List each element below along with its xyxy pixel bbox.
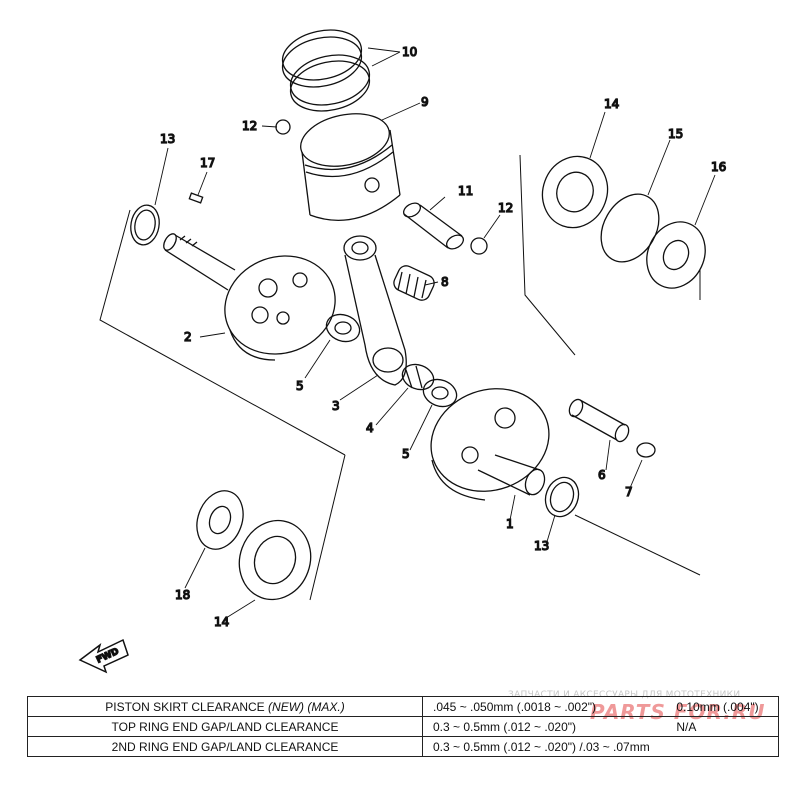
callout-11: 11 [458,184,473,198]
callout-15: 15 [668,127,683,141]
piston-pin-clips [275,119,488,255]
dowel-pin [636,442,656,458]
piston-rings [281,29,371,112]
callout-17: 17 [200,156,215,170]
big-end-bearing [401,363,435,391]
main-bearings [238,155,609,601]
piston-pin [402,202,465,250]
spec-value: 0.3 ~ 0.5mm (.012 ~ .020") /.03 ~ .07mm [422,736,779,757]
spec-label: 2ND RING END GAP/LAND CLEARANCE [27,736,423,757]
table-row: TOP RING END GAP/LAND CLEARANCE 0.3 ~ 0.… [27,716,779,737]
callout-13-upper: 13 [160,132,175,146]
callout-5-right: 5 [402,447,410,461]
table-row: PISTON SKIRT CLEARANCE (NEW) (MAX.) .045… [27,696,779,717]
table-row: 2ND RING END GAP/LAND CLEARANCE 0.3 ~ 0.… [27,736,779,757]
callout-10: 10 [402,45,417,59]
left-crankshaft-half [163,233,336,361]
callout-5-left: 5 [296,379,304,393]
crankshaft-piston-exploded-view: FWD 10 9 [78,29,727,674]
callout-6: 6 [598,468,606,482]
callout-leader-lines [154,47,716,619]
connecting-rod [343,235,407,386]
crank-shims [130,204,580,518]
callout-12-upper: 12 [242,119,257,133]
callout-2: 2 [184,330,192,344]
right-crankshaft-half [430,388,550,501]
callout-3: 3 [332,399,340,413]
assembly-guide-lines [99,154,701,601]
callout-14-upper: 14 [604,97,619,111]
callout-14-lower: 14 [214,615,229,629]
bearing-circlip [600,193,660,263]
callout-7: 7 [625,485,633,499]
callout-16: 16 [711,160,726,174]
spec-value: .045 ~ .050mm (.0018 ~ .002") 0.10mm (.0… [422,696,779,717]
callout-9: 9 [421,95,429,109]
clearance-spec-table: PISTON SKIRT CLEARANCE (NEW) (MAX.) .045… [27,696,779,757]
woodruff-key [188,192,204,204]
callout-8: 8 [441,275,449,289]
small-end-bearing [393,265,435,301]
spec-label: PISTON SKIRT CLEARANCE (NEW) (MAX.) [27,696,423,717]
piston [300,113,401,221]
callout-4: 4 [366,421,374,435]
forward-arrow-icon [78,638,129,674]
callout-1: 1 [506,517,514,531]
crank-pin-washers [325,313,458,408]
crank-pin [568,398,630,443]
spec-value: 0.3 ~ 0.5mm (.012 ~ .020") N/A [422,716,779,737]
callout-13-lower: 13 [534,539,549,553]
spec-label: TOP RING END GAP/LAND CLEARANCE [27,716,423,737]
oil-seals [196,221,706,550]
callout-18: 18 [175,588,190,602]
watermark-tagline: ЗАПЧАСТИ И АКСЕССУАРЫ ДЛЯ МОТОТЕХНИКИ [508,690,741,700]
callout-12-lower: 12 [498,201,513,215]
